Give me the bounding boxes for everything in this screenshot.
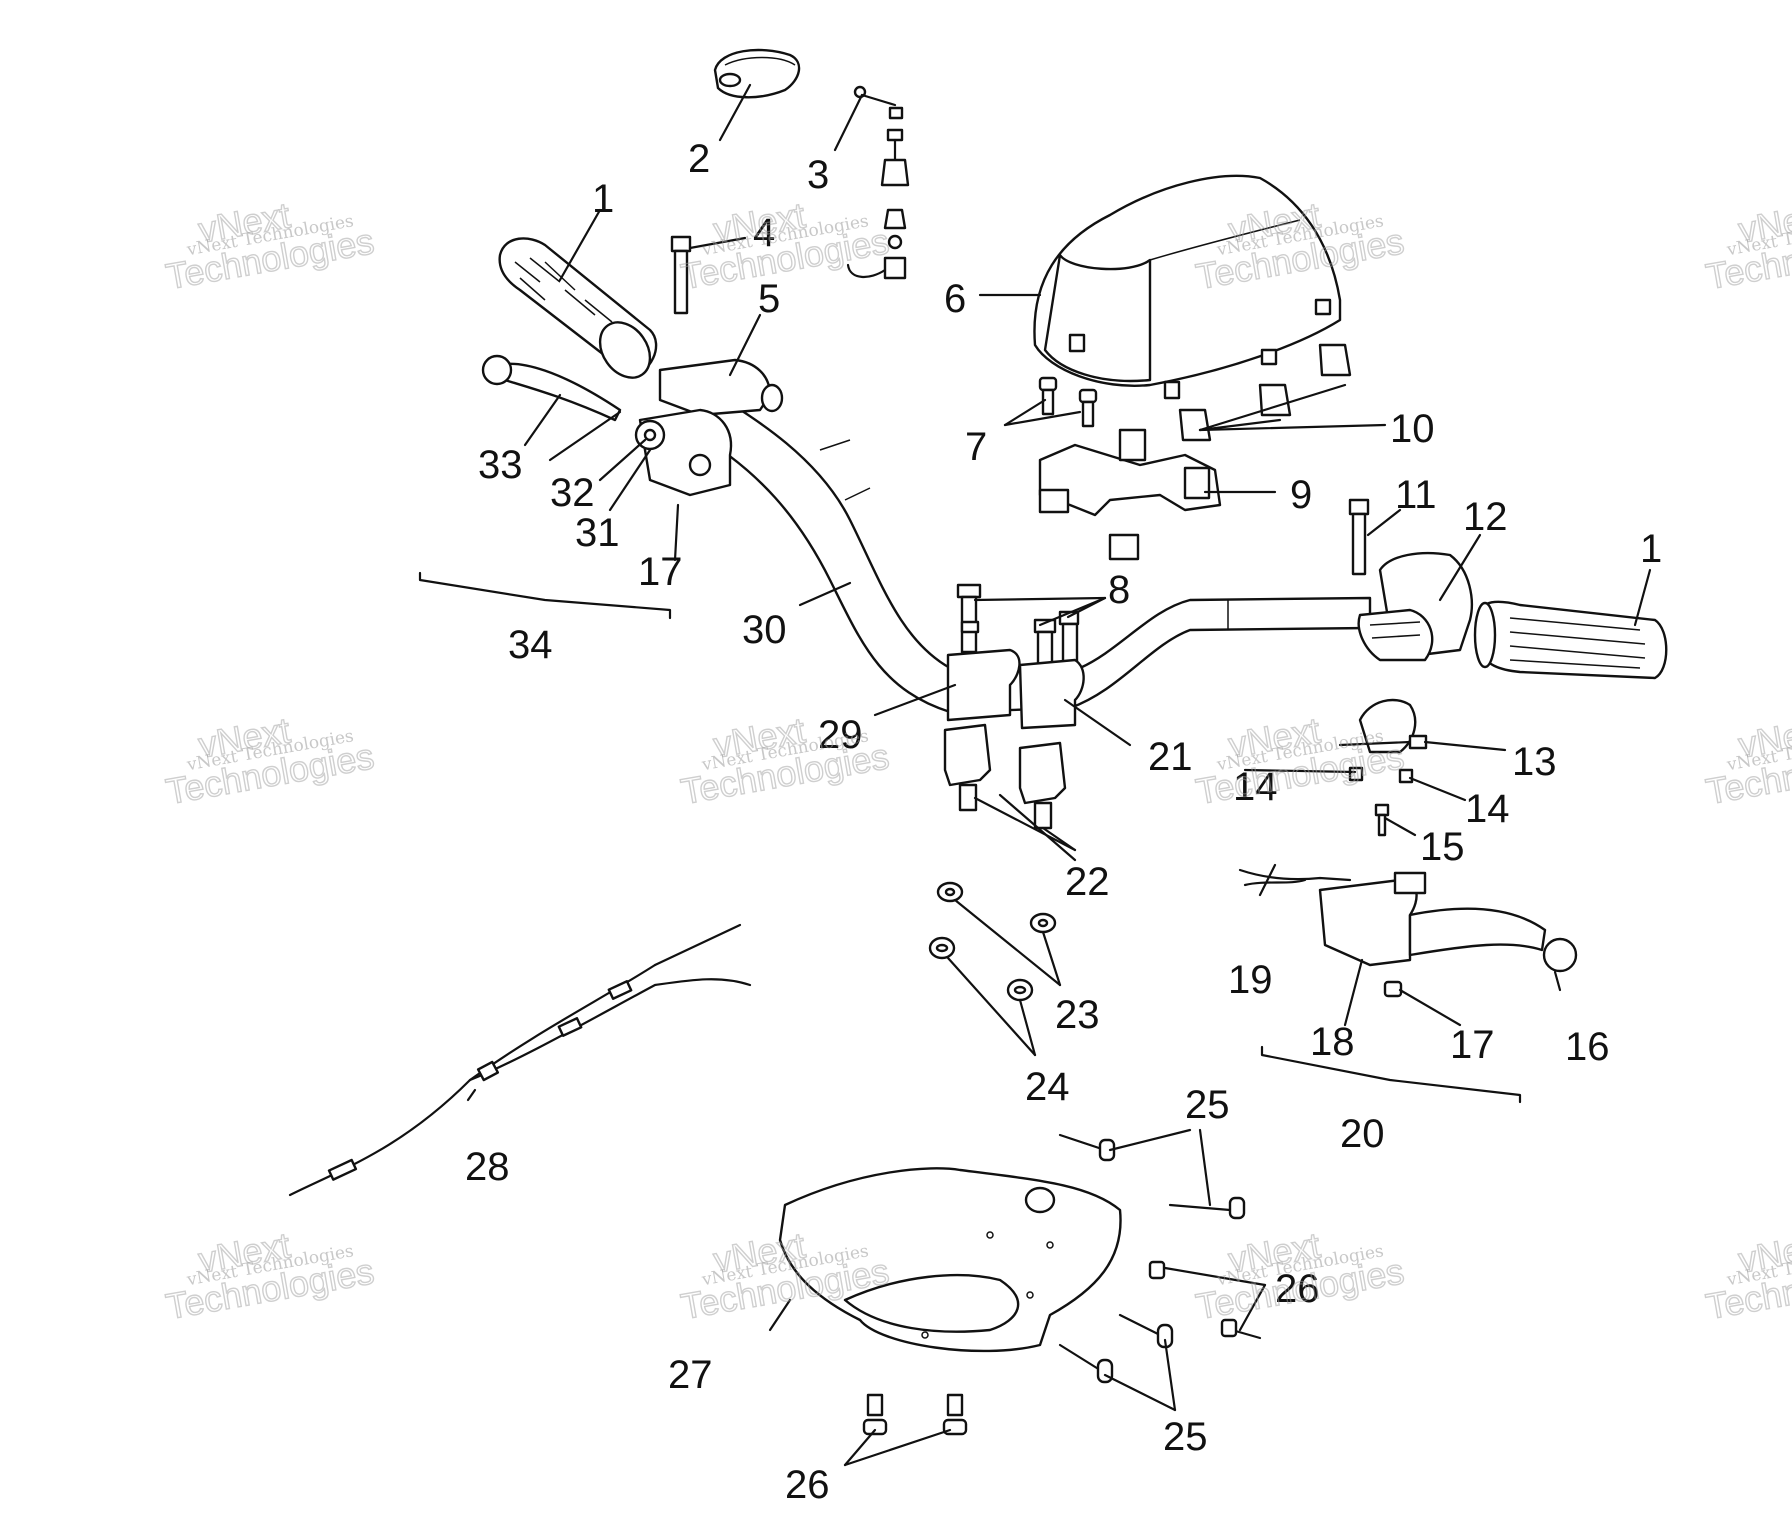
callout-11: 11 bbox=[1395, 473, 1437, 517]
watermark-1: vNext vNext Technologies Technologies bbox=[162, 194, 377, 298]
right-grip-part bbox=[1473, 600, 1668, 680]
bracket-34-brace bbox=[418, 571, 672, 620]
bracket-20-brace bbox=[1260, 1045, 1522, 1104]
callout-23: 23 bbox=[1055, 993, 1100, 1037]
callout-34: 34 bbox=[508, 623, 553, 667]
cover-6-part bbox=[1033, 174, 1342, 400]
callout-26-right: 26 bbox=[1275, 1267, 1320, 1311]
callout-7: 7 bbox=[965, 425, 987, 469]
callout-27: 27 bbox=[668, 1353, 713, 1397]
callout-5: 5 bbox=[758, 277, 780, 321]
callout-labels: 1 2 3 4 5 6 7 8 9 10 11 12 1 13 14 14 15… bbox=[465, 137, 1662, 1507]
callout-30: 30 bbox=[742, 608, 787, 652]
clips-10-part bbox=[1178, 343, 1352, 442]
callout-14-right: 14 bbox=[1465, 787, 1510, 831]
callout-21: 21 bbox=[1148, 735, 1193, 779]
screws-part bbox=[862, 1133, 1262, 1436]
throttle-assembly-part bbox=[481, 354, 784, 497]
callout-26-bottom: 26 bbox=[785, 1463, 830, 1507]
handlebar-part bbox=[688, 383, 1372, 714]
callout-4: 4 bbox=[753, 211, 775, 255]
callout-33: 33 bbox=[478, 443, 523, 487]
callout-18: 18 bbox=[1310, 1020, 1355, 1064]
callout-10: 10 bbox=[1390, 407, 1435, 451]
watermark-9: vNext vNext Technologies Technologies bbox=[162, 1224, 377, 1328]
callout-1-left: 1 bbox=[592, 177, 614, 221]
switch-3-part bbox=[846, 85, 910, 280]
cable-28-part bbox=[288, 923, 752, 1197]
washers-part bbox=[928, 881, 1057, 1002]
bolts-7-part bbox=[1038, 376, 1098, 428]
callout-16: 16 bbox=[1565, 1025, 1610, 1069]
callout-14-left: 14 bbox=[1233, 765, 1278, 809]
watermark-11: vNext vNext Technologies Technologies bbox=[1192, 1224, 1407, 1328]
right-switch-12-part bbox=[1357, 551, 1473, 662]
left-grip-part bbox=[498, 237, 658, 379]
watermark-4: vNext vNext Technologies Technologies bbox=[1702, 194, 1792, 298]
callout-13: 13 bbox=[1512, 740, 1557, 784]
watermark-2: vNext vNext Technologies Technologies bbox=[677, 194, 892, 298]
callout-25-top: 25 bbox=[1185, 1083, 1230, 1127]
bracket-9-part bbox=[1038, 428, 1222, 561]
callout-31: 31 bbox=[575, 511, 620, 555]
callout-24: 24 bbox=[1025, 1065, 1070, 1109]
callout-22: 22 bbox=[1065, 860, 1110, 904]
callout-28: 28 bbox=[465, 1145, 510, 1189]
cover-2-part bbox=[713, 48, 801, 99]
callout-15: 15 bbox=[1420, 825, 1465, 869]
brake-lever-part bbox=[1238, 868, 1578, 998]
lower-cover-27-part bbox=[778, 1167, 1122, 1353]
callout-9: 9 bbox=[1290, 473, 1312, 517]
clamps-part bbox=[946, 583, 1085, 730]
brake-switch-13-part bbox=[1338, 698, 1428, 837]
callout-8: 8 bbox=[1108, 568, 1130, 612]
leader-lines bbox=[466, 83, 1652, 1467]
callout-32: 32 bbox=[550, 471, 595, 515]
callout-25-bottom: 25 bbox=[1163, 1415, 1208, 1459]
risers-22-part bbox=[943, 723, 1067, 830]
callout-29: 29 bbox=[818, 713, 863, 757]
callout-2: 2 bbox=[688, 137, 710, 181]
bolt-4-part bbox=[670, 235, 692, 315]
watermark-5: vNext vNext Technologies Technologies bbox=[162, 709, 377, 813]
callout-12: 12 bbox=[1463, 495, 1508, 539]
callout-3: 3 bbox=[807, 153, 829, 197]
callout-17-right: 17 bbox=[1450, 1023, 1495, 1067]
watermark-8: vNext vNext Technologies Technologies bbox=[1702, 709, 1792, 813]
callout-20: 20 bbox=[1340, 1112, 1385, 1156]
callout-17-left: 17 bbox=[638, 550, 683, 594]
callout-19: 19 bbox=[1228, 958, 1273, 1002]
bolt-11-part bbox=[1348, 498, 1370, 576]
watermark-12: vNext vNext Technologies Technologies bbox=[1702, 1224, 1792, 1328]
callout-1-right: 1 bbox=[1640, 527, 1662, 571]
callout-6: 6 bbox=[944, 277, 966, 321]
